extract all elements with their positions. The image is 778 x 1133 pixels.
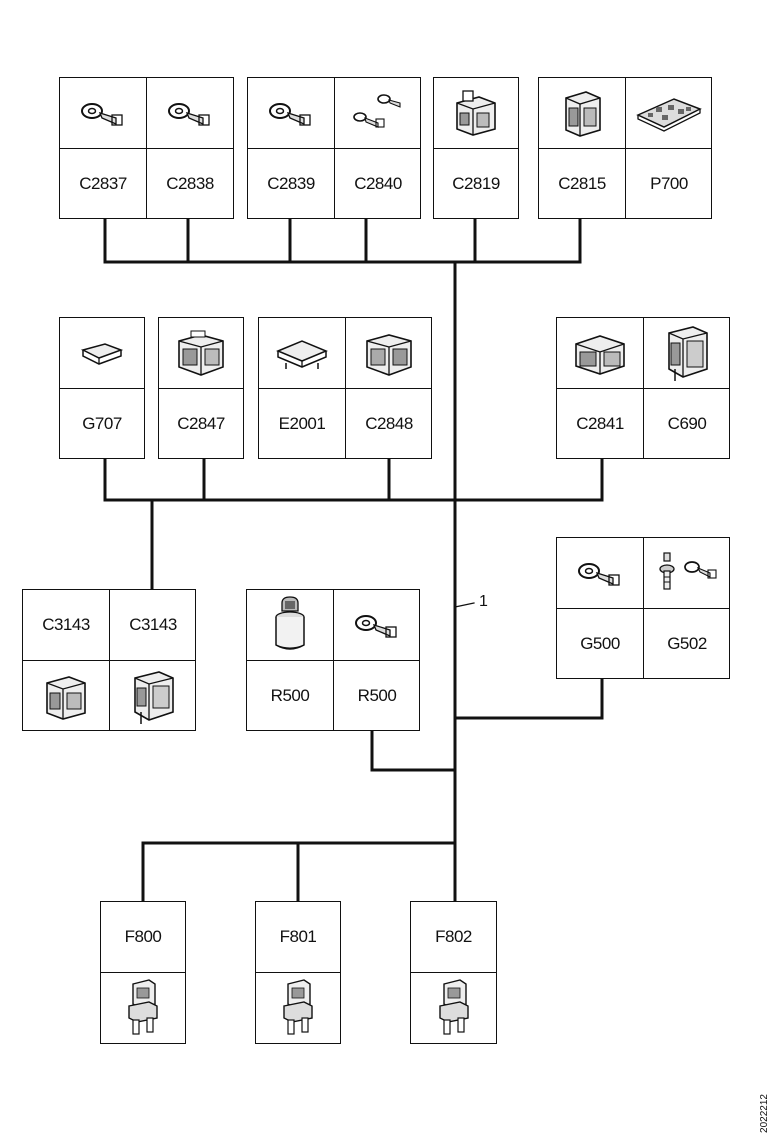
- component-label-g707: G707: [82, 414, 122, 433]
- component-label-c2848: C2848: [365, 414, 413, 433]
- ring-terminal-icon: [334, 590, 420, 660]
- connector-icon: [557, 318, 643, 388]
- connector-group-e2001-c2848: E2001 C2848: [258, 317, 432, 459]
- component-label-c3143: C3143: [42, 615, 90, 634]
- component-label-r500: R500: [357, 686, 397, 705]
- component-label-p700: P700: [650, 174, 688, 193]
- ring-terminal-icon: [248, 78, 334, 148]
- stud-terminal-icon: [644, 538, 730, 608]
- connector-icon: [539, 78, 625, 148]
- small-block-icon: [60, 318, 144, 388]
- connector-icon: [159, 318, 243, 388]
- component-label-e2001: E2001: [278, 414, 326, 433]
- connector-group-c2839-c2840: C2839 C2840: [247, 77, 421, 219]
- fuse-icon: [411, 973, 496, 1043]
- component-label-c2837: C2837: [79, 174, 127, 193]
- connector-group-c2815-p700: C2815 P700: [538, 77, 712, 219]
- fuse-group-f802: F802: [410, 901, 497, 1044]
- component-label-c2839: C2839: [267, 174, 315, 193]
- component-label-f801: F801: [279, 927, 317, 946]
- connector-icon: [346, 318, 432, 388]
- component-label-c2838: C2838: [166, 174, 214, 193]
- connector-group-g500-g502: G500 G502: [556, 537, 730, 679]
- connector-icon: [644, 318, 730, 388]
- component-label-g500: G500: [580, 634, 620, 653]
- module-icon: [259, 318, 345, 388]
- connector-group-c2819: C2819: [433, 77, 519, 219]
- connector-icon: [110, 661, 196, 731]
- component-label-f800: F800: [124, 927, 162, 946]
- connector-group-g707: G707: [59, 317, 145, 459]
- callout-label: 1: [479, 593, 488, 610]
- connector-icon: [434, 78, 518, 148]
- connector-group-c2841-c690: C2841 C690: [556, 317, 730, 459]
- component-label-c3143: C3143: [129, 615, 177, 634]
- component-label-c2847: C2847: [177, 414, 225, 433]
- component-label-c2819: C2819: [452, 174, 500, 193]
- ring-terminal-icon: [557, 538, 643, 608]
- ring-terminal-icon: [60, 78, 146, 148]
- fuse-group-f800: F800: [100, 901, 186, 1044]
- component-label-r500: R500: [270, 686, 310, 705]
- fuse-icon: [256, 973, 340, 1043]
- component-label-g502: G502: [667, 634, 707, 653]
- connector-group-c2847: C2847: [158, 317, 244, 459]
- fuse-group-f801: F801: [255, 901, 341, 1044]
- fuse-icon: [101, 973, 185, 1043]
- connector-group-c2837-c2838: C2837 C2838: [59, 77, 234, 219]
- component-label-c2815: C2815: [558, 174, 606, 193]
- component-label-c2840: C2840: [354, 174, 402, 193]
- component-label-c690: C690: [667, 414, 707, 433]
- component-label-f802: F802: [435, 927, 472, 946]
- connector-group-r500: R500 R500: [246, 589, 420, 731]
- resistor-icon: [247, 590, 333, 660]
- wiring-harness: [103, 216, 604, 904]
- ring-terminal-icon: [147, 78, 233, 148]
- component-label-c2841: C2841: [576, 414, 624, 433]
- connector-group-c3143: C3143 C3143: [22, 589, 196, 731]
- double-ring-terminal-icon: [335, 78, 421, 148]
- connector-icon: [23, 661, 109, 731]
- circuit-board-icon: [626, 78, 712, 148]
